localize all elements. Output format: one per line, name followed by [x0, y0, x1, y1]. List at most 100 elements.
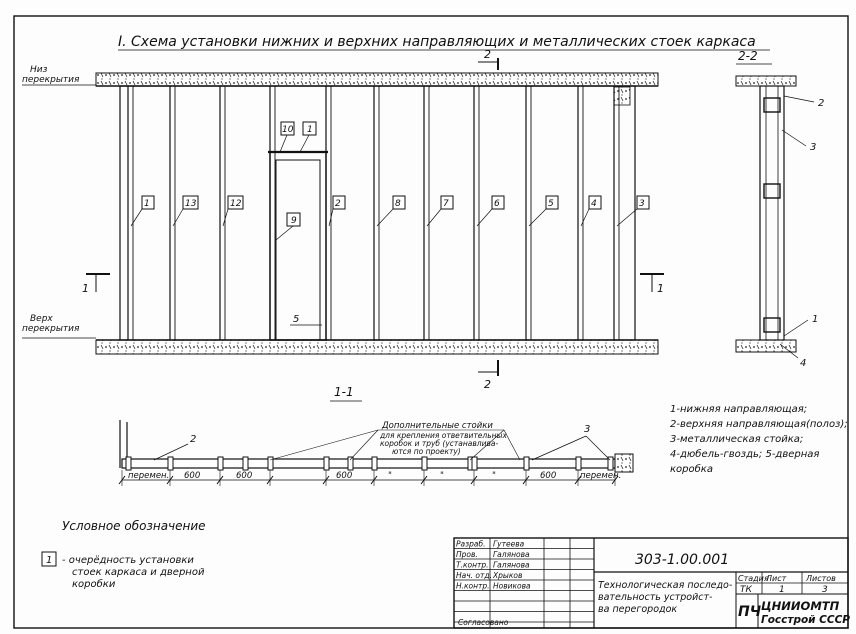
door-label-1: 1 [307, 125, 313, 135]
conventions-text-1: - очерёдность установки [62, 555, 194, 566]
dim-label: " [388, 471, 392, 481]
stud-label-leader [376, 208, 394, 227]
stud-label-leader [580, 208, 590, 227]
section-11-callout-2: 2 [190, 434, 196, 445]
tb-sheets-header: Листов [805, 574, 836, 583]
plan-stud [323, 456, 330, 471]
tb-role: Нач. отд. [456, 571, 492, 580]
stud-label-leader [130, 208, 143, 227]
door-bottom-label: 5 [293, 314, 299, 325]
door-leader-9 [275, 225, 294, 241]
note-line-4: ются по проекту) [392, 447, 461, 456]
stud-label-leader [426, 208, 442, 227]
tb-role: Разраб. [456, 540, 485, 549]
conventions-symbol-box [41, 551, 57, 567]
section-22-top-slab [735, 75, 797, 87]
tb-sheet: 1 [779, 585, 785, 595]
stud-label: 4 [591, 199, 597, 209]
section-22-callout-4: 4 [800, 358, 806, 369]
section-mark-bottom: 2 [484, 378, 491, 391]
conventions-text-3: коробки [72, 578, 116, 590]
dim-label: " [440, 471, 444, 481]
elevation-view: Низ перекрытия Верх перекрытия 2 2 1 1 1… [22, 48, 664, 391]
section-22-title: 2-2 [738, 49, 758, 63]
top-level-label: Низ [30, 65, 48, 75]
stud-label-box [332, 195, 346, 210]
section-11-end-block [614, 453, 634, 473]
plan-studs-group [125, 456, 614, 471]
note-line-2: для крепления ответвительных [379, 431, 507, 440]
note-line-1: Дополнительные стойки [381, 421, 493, 431]
section-22-callout-3: 3 [810, 142, 816, 153]
stud-label-leader [172, 208, 184, 227]
tb-org-prefix: ПЧ [738, 604, 762, 620]
note-leader-4 [503, 429, 521, 461]
stud-label: 13 [185, 199, 197, 209]
plan-stud [267, 456, 274, 471]
plan-stud [421, 456, 428, 471]
tb-stage-header: Стадия [738, 574, 769, 583]
stud-label-leader [616, 208, 638, 227]
note-line-3: коробок и труб (устанавлива- [380, 439, 498, 448]
door-leader-1 [299, 134, 310, 153]
plan-stud [371, 456, 378, 471]
dim-label: 600 [540, 471, 556, 481]
bottom-level-label-2: перекрытия [22, 324, 80, 334]
conventions-title: Условное обозначение [62, 519, 206, 533]
section-22-box-1 [763, 97, 781, 113]
section-11-leader-3b [585, 435, 611, 461]
section-11-title: 1-1 [334, 385, 354, 399]
legend-item-2: 2-верхняя направляющая(полоз); [670, 419, 848, 430]
plan-stud [347, 456, 354, 471]
stud-label-box [636, 195, 650, 210]
wall-outline [119, 85, 636, 341]
stud-label: 1 [144, 199, 150, 209]
door-label-box-9 [286, 212, 301, 227]
plan-stud [242, 456, 249, 471]
conventions: Условное обозначение 1 - очерёдность уст… [41, 519, 206, 590]
tb-name: Галянова [493, 561, 530, 570]
section-22-stud [759, 85, 785, 341]
door-label-9: 9 [291, 216, 297, 226]
tb-role: Т.контр. [456, 561, 489, 570]
legend-item-4: 4-дюбель-гвоздь; 5-дверная [670, 448, 819, 460]
tb-sheets: 3 [822, 585, 828, 595]
stud-label: 3 [639, 199, 645, 209]
stud-label-box [227, 195, 244, 210]
plan-stud [125, 456, 132, 471]
conventions-symbol: 1 [46, 555, 52, 566]
tb-name: Новикова [493, 582, 531, 591]
section-22-leader-1 [783, 319, 809, 337]
stud-label-box [392, 195, 406, 210]
dim-label: перемен. [580, 471, 621, 481]
stud-label: 6 [494, 199, 500, 209]
stud-label-box [491, 195, 505, 210]
legend: 1-нижняя направляющая; 2-верхняя направл… [670, 404, 848, 475]
conventions-text-2: стоек каркаса и дверной [72, 567, 205, 578]
ceiling-corner-block [613, 86, 631, 106]
legend-item-5: коробка [670, 463, 713, 475]
door-label-box-10 [280, 121, 295, 136]
dim-label: " [492, 471, 496, 481]
plan-stud [523, 456, 530, 471]
tb-role: Н.контр. [456, 582, 490, 591]
section-22-leader-3 [781, 129, 807, 147]
title-block: Разраб.ГутееваПров.ГаляноваТ.контр.Галян… [453, 537, 850, 629]
plan-stud [167, 456, 174, 471]
plan-stud [471, 456, 478, 471]
tb-sheet-header: Лист [765, 574, 787, 583]
bottom-level-label: Верх [30, 314, 53, 324]
section-22-box-2 [763, 183, 781, 199]
tb-name: Гутеева [493, 540, 525, 549]
door-label-10: 10 [282, 125, 294, 135]
section-22-box-3 [763, 317, 781, 333]
tb-name: Галянова [493, 550, 530, 559]
stud-label-box [141, 195, 155, 210]
title-block-rows: Разраб.ГутееваПров.ГаляноваТ.контр.Галян… [454, 540, 594, 623]
sheet-border [13, 15, 849, 629]
door-frame [269, 151, 327, 341]
